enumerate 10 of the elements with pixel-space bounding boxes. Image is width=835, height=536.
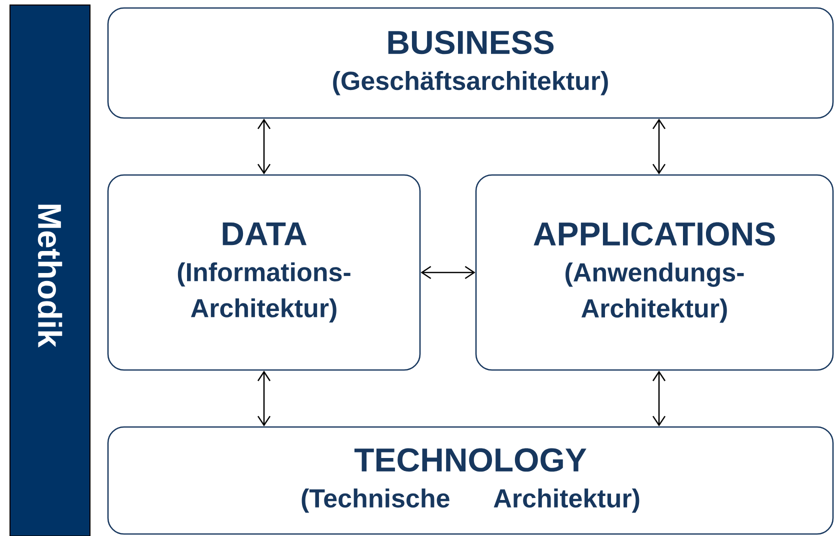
title-bar: Methodik bbox=[10, 4, 90, 536]
layer-box: DATA (Informations- Architektur) bbox=[107, 174, 421, 371]
arrow bbox=[257, 118, 271, 174]
layer-box: APPLICATIONS (Anwendungs- Architektur) bbox=[475, 174, 834, 371]
layer-box: TECHNOLOGY (Technische Architektur) bbox=[107, 426, 834, 535]
arrow bbox=[257, 370, 271, 426]
arrow bbox=[420, 266, 476, 280]
layer-box: BUSINESS (Geschäftsarchitektur) bbox=[107, 7, 834, 119]
arrow bbox=[652, 118, 666, 174]
arrow bbox=[652, 370, 666, 426]
